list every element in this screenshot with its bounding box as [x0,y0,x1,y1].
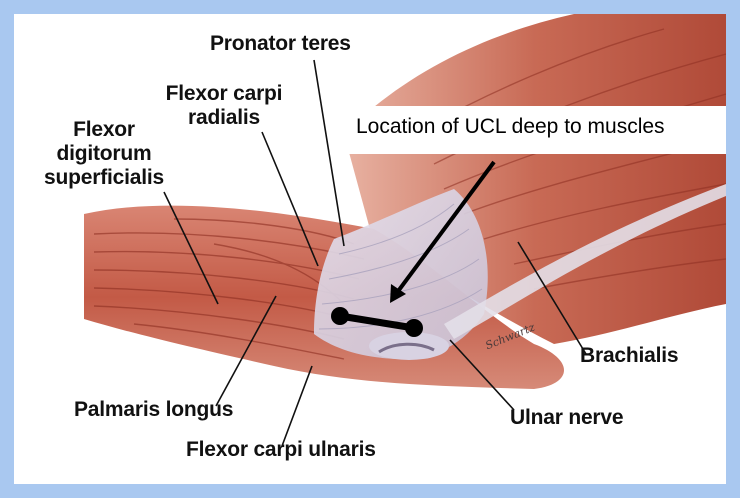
label-ulnar-nerve: Ulnar nerve [510,406,624,429]
ucl-callout-arrow-shaft [394,160,496,296]
label-flexor-carpi-ulnaris: Flexor carpi ulnaris [186,438,376,461]
ucl-ligament-marker [336,312,418,332]
ucl-proximal-dot [331,307,349,325]
label-fds-line1: Flexor [73,118,135,141]
aponeurosis-fibers [318,203,483,330]
leader-lines [163,59,587,447]
label-fds-line2: digitorum [56,142,152,165]
label-flexor-carpi-radialis-line1: Flexor carpi [165,82,283,105]
label-fds-line3: superficialis [44,166,164,189]
leader-flexor-carpi-radialis [261,131,319,267]
ucl-callout-arrowhead [390,284,406,303]
leader-brachialis [517,241,587,355]
label-flexor-carpi-radialis-line2: radialis [188,106,260,129]
leader-ulnar-nerve [449,339,515,411]
ucl-distal-dot [405,319,423,337]
ucl-callout-box [344,106,726,154]
label-palmaris-longus: Palmaris longus [74,398,234,421]
epicondyle-groove [378,342,435,354]
leader-palmaris-longus [215,295,277,407]
leader-pronator-teres [313,59,345,247]
leader-flexor-carpi-ulnaris [281,365,313,447]
label-brachialis: Brachialis [580,344,679,367]
ucl-callout-text: Location of UCL deep to muscles [356,115,665,138]
ulnar-nerve-band [444,184,726,339]
label-pronator-teres: Pronator teres [210,32,351,55]
medial-epicondyle [369,332,449,360]
leader-fds [163,191,219,305]
illustration-panel: Location of UCL deep to muscles Pronator… [14,14,726,484]
